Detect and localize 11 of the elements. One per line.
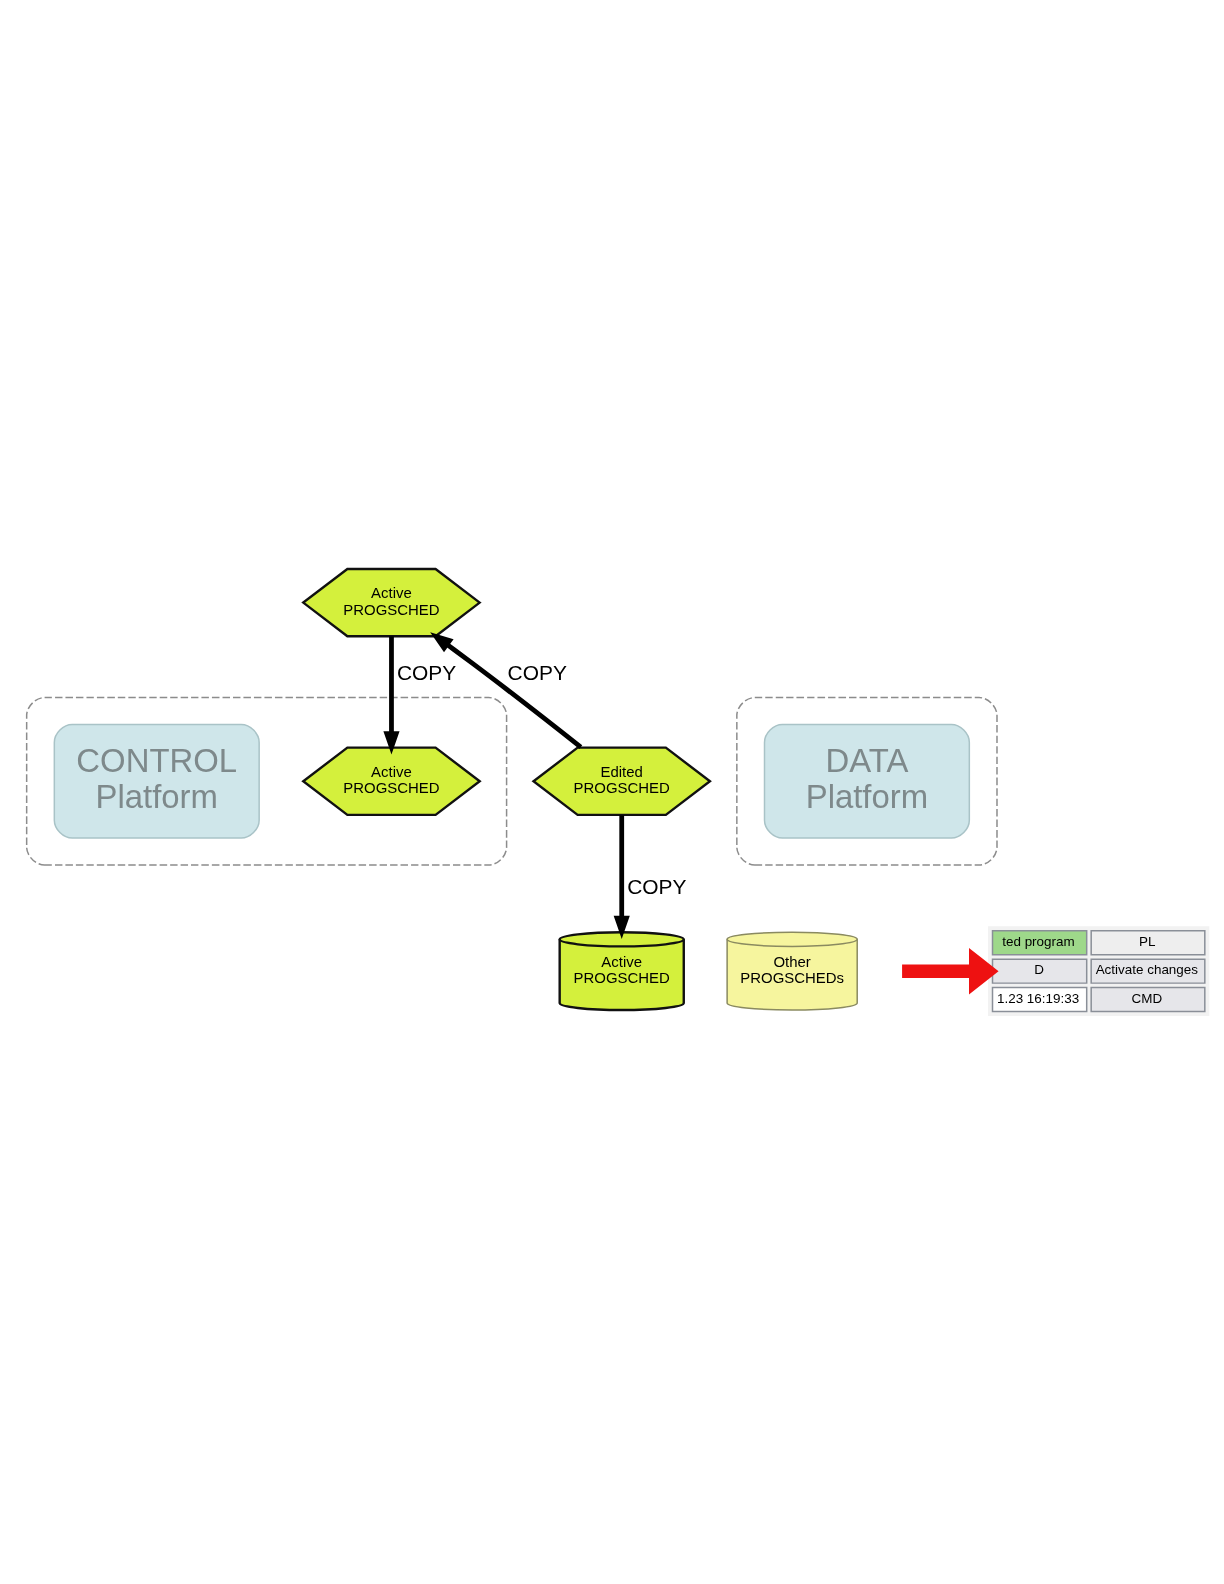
arrow: [430, 631, 583, 749]
arrow: [902, 947, 999, 994]
cluster: [736, 696, 998, 866]
cluster: [25, 696, 508, 866]
node-box: DATA Platform: [763, 723, 971, 839]
node-box: CONTROL Platform: [53, 723, 260, 839]
edge-label: COPY: [507, 660, 567, 684]
edge-label: COPY: [396, 660, 457, 684]
edge-label: COPY: [627, 874, 687, 898]
arrow: [383, 635, 400, 754]
arrow: [613, 814, 630, 939]
